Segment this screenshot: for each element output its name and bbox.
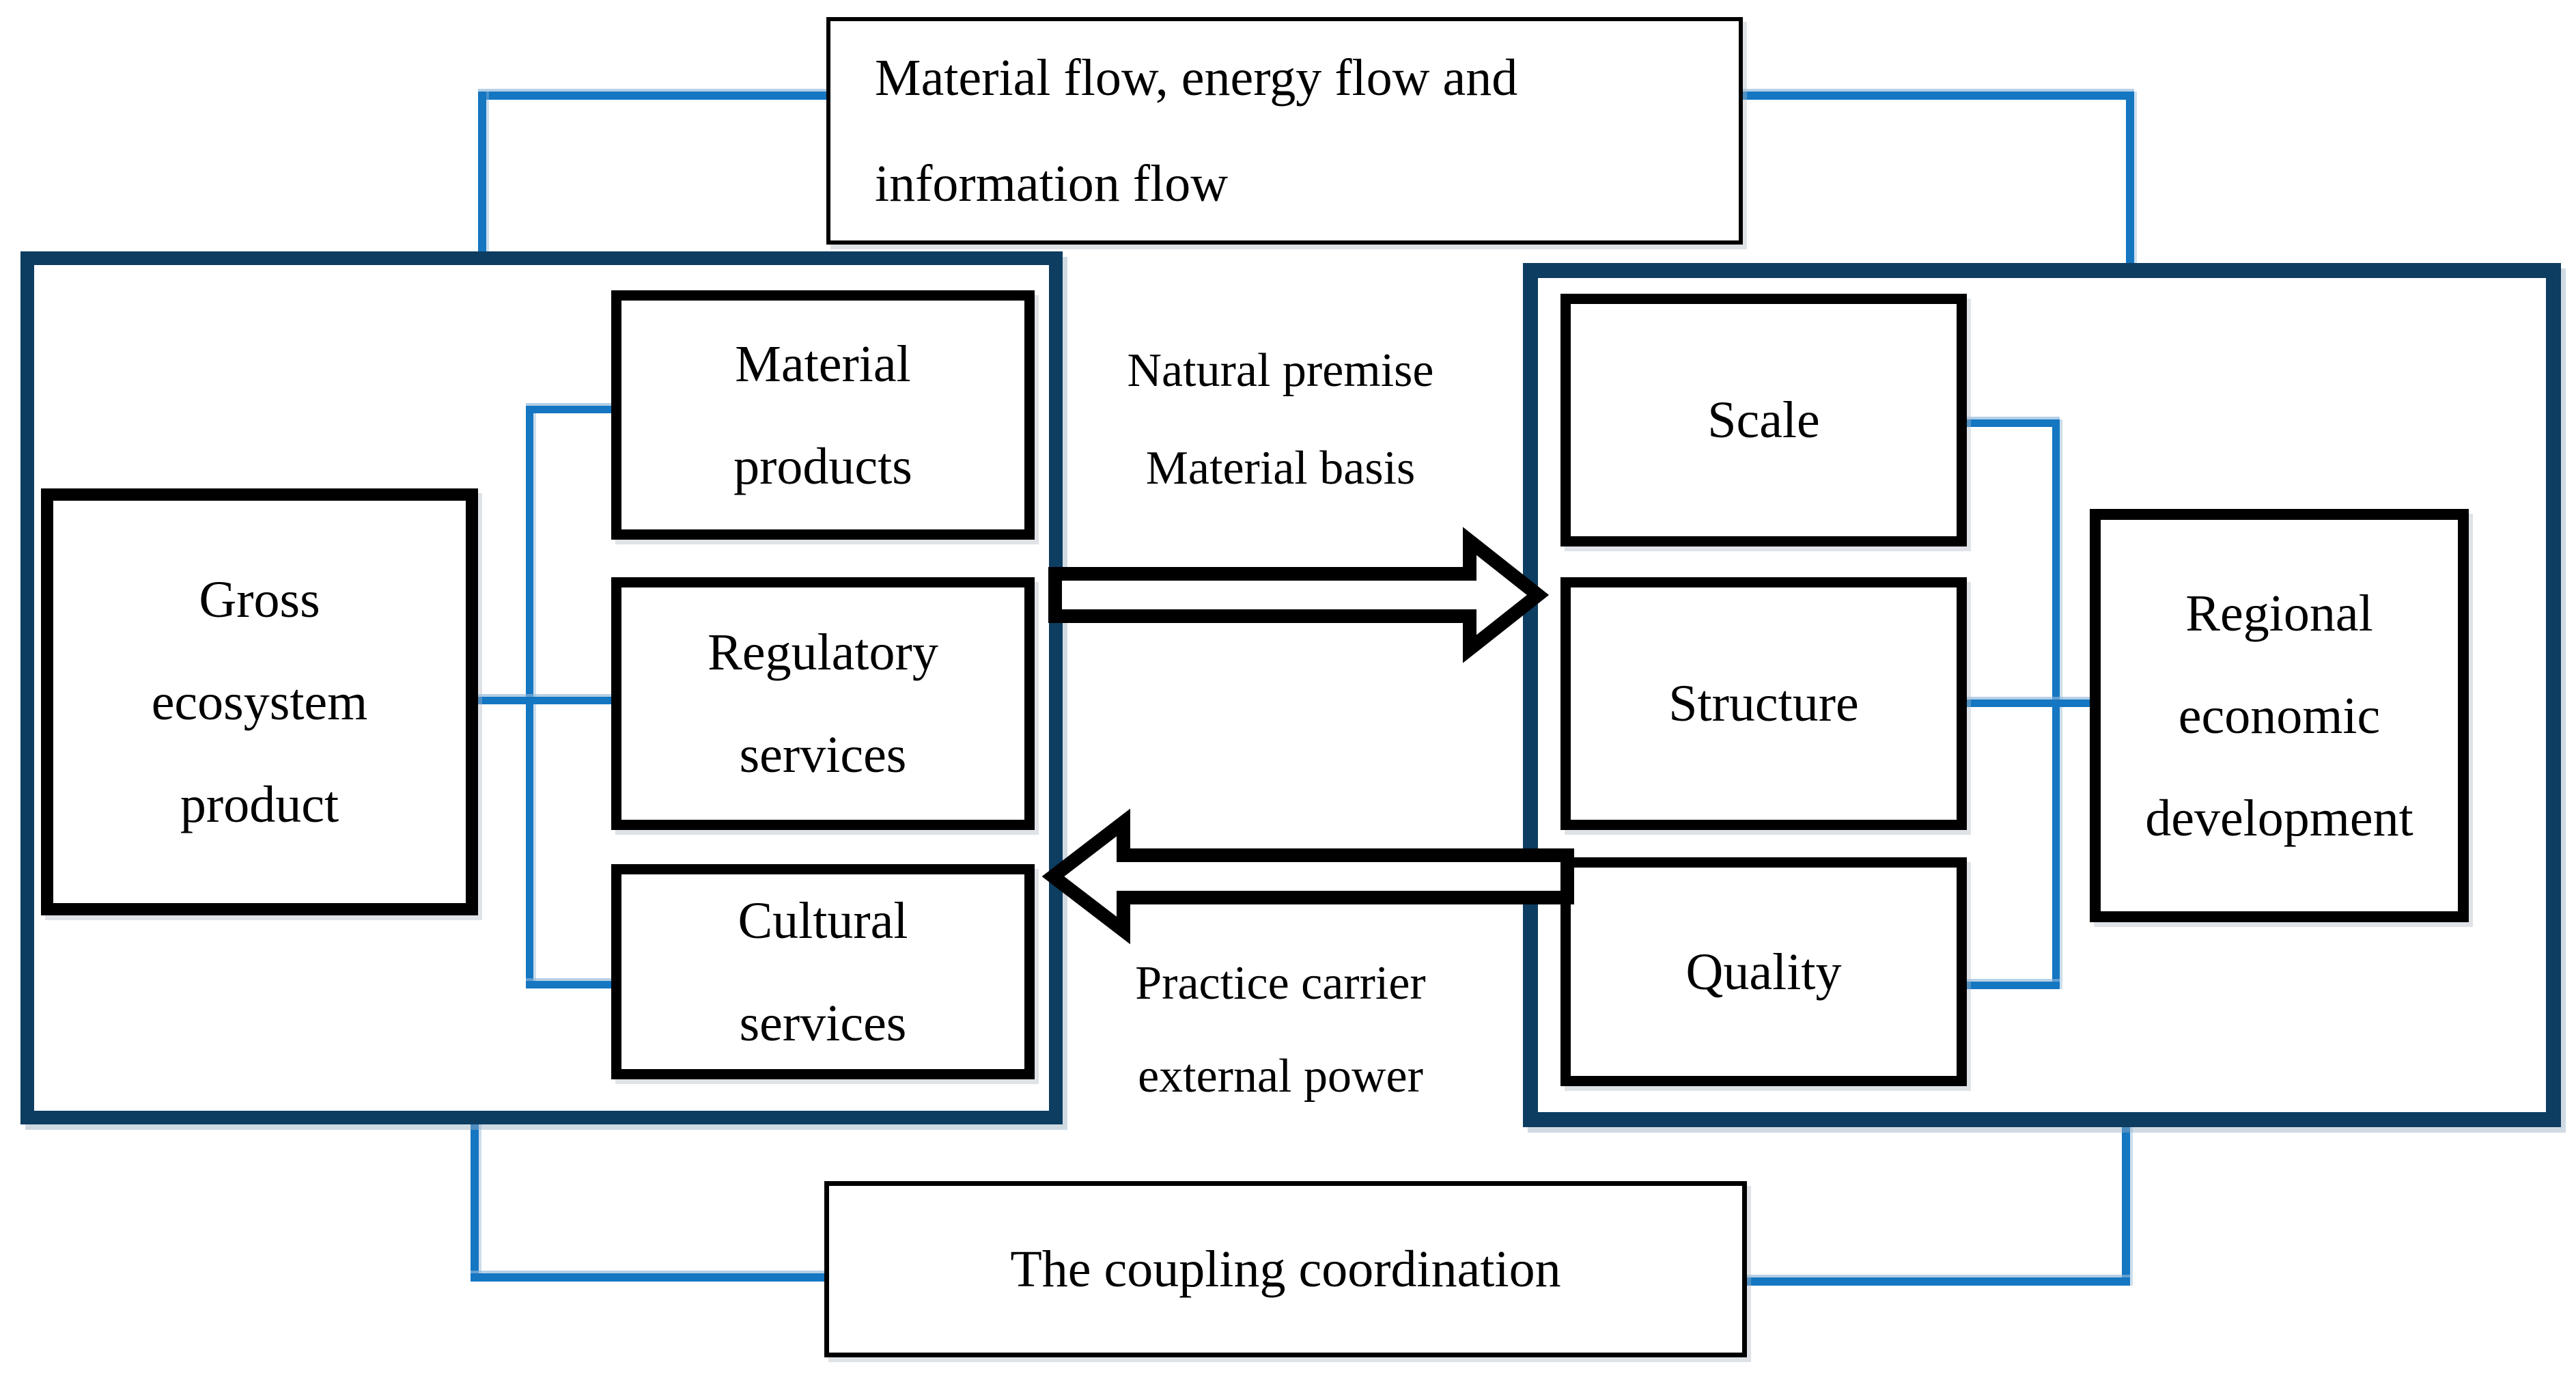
material-energy-information-flow-box: Material flow, energy flow and informati… [826, 17, 1743, 245]
regulatory-services-box: Regulatory services [611, 577, 1035, 830]
scale-label: Scale [1707, 391, 1820, 449]
right-bracket-stub-top [1964, 419, 2060, 427]
backward-arrow-label-line1: Practice carrier [1135, 957, 1426, 1010]
right-container [1523, 263, 2561, 1127]
connector-topright-horizontal [1741, 92, 2134, 100]
connector-topleft-vertical [478, 92, 486, 260]
right-bracket-stub-bottom [1964, 982, 2060, 989]
right-bracket-stub-middle [1964, 700, 2095, 707]
backward-arrow-label-line2: external power [1138, 1050, 1423, 1103]
cultural-services-label: Cultural services [738, 891, 908, 1052]
quality-label: Quality [1685, 943, 1842, 1001]
coupling-coordination-box: The coupling coordination [824, 1181, 1747, 1357]
regional-economic-development-box: Regional economic development [2090, 509, 2469, 922]
material-products-box: Material products [611, 290, 1035, 540]
connector-bottomright-vertical [2122, 1123, 2130, 1286]
connector-bottomleft-vertical [471, 1119, 479, 1282]
left-bracket-stub-bottom [526, 981, 615, 988]
regulatory-services-label: Regulatory services [708, 624, 938, 784]
forward-arrow-label-line1: Natural premise [1127, 344, 1434, 397]
scale-box: Scale [1560, 294, 1967, 546]
connector-topright-vertical [2126, 92, 2134, 271]
left-bracket-stub-top [526, 406, 615, 413]
connector-bottomright-horizontal [1744, 1277, 2130, 1286]
right-arrow-icon [1048, 527, 1550, 663]
quality-box: Quality [1560, 857, 1967, 1086]
material-products-label: Material products [733, 335, 912, 495]
gross-ecosystem-product-label: Gross ecosystem product [151, 570, 368, 833]
structure-label: Structure [1668, 675, 1859, 732]
connector-bottomleft-horizontal [471, 1273, 827, 1282]
left-arrow-icon [1041, 808, 1574, 945]
coupling-coordination-label: The coupling coordination [1010, 1241, 1561, 1298]
material-energy-information-flow-label: Material flow, energy flow and informati… [875, 49, 1518, 212]
left-bracket-stub-middle [477, 697, 615, 704]
regional-economic-development-label: Regional economic development [2145, 584, 2413, 847]
cultural-services-box: Cultural services [611, 864, 1035, 1079]
forward-arrow-label-line2: Material basis [1145, 442, 1416, 495]
structure-box: Structure [1560, 577, 1967, 830]
connector-topleft-horizontal [478, 92, 828, 100]
gross-ecosystem-product-box: Gross ecosystem product [41, 488, 478, 915]
